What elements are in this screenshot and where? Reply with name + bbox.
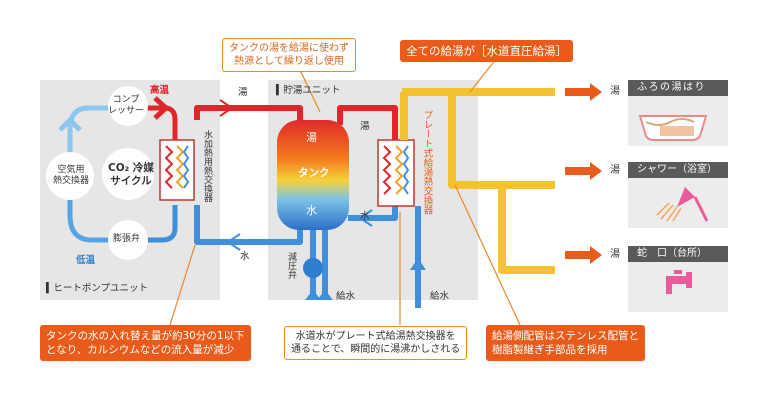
water-heating-hx-coils (164, 145, 190, 189)
heat-pump-unit-label: ▍ヒートポンプユニット (46, 283, 149, 294)
pressure-valve-label: 減圧弁 (286, 252, 296, 279)
supply-right-label: 給水 (430, 291, 450, 302)
replacement-callout: タンクの水の入れ替え量が約30分の1以下 となり、カルシウムなどの流入量が減少 (40, 325, 251, 361)
plate-hx-label: プレート式給湯熱交換器 (421, 110, 433, 215)
co2-arrows (58, 96, 170, 132)
co2-cycle-circle (102, 148, 154, 200)
hot-pipes (194, 105, 398, 140)
air-hx-circle (46, 152, 94, 200)
water-heating-hx-label: 水加熱用熱交換器 (202, 130, 212, 202)
shower-icon (656, 187, 709, 222)
faucet-hot-label: 湯 (610, 249, 620, 260)
tank-water-label: 水 (306, 204, 317, 217)
hot-right-label: 湯 (360, 121, 370, 132)
shower-hot-label: 湯 (610, 165, 620, 176)
compressor-label: コンプ レッサー (108, 95, 145, 116)
faucet-icon (666, 270, 692, 294)
bath-outlet-label: ふろの湯はり (637, 82, 706, 93)
supply-pipes (402, 88, 555, 274)
flow-arrows (219, 99, 373, 251)
bathtub-icon (638, 115, 708, 141)
compressor-circle (108, 86, 148, 126)
shower-label-bar (628, 162, 728, 178)
faucet-label-bar (628, 246, 728, 262)
hot-top-label: 湯 (238, 87, 248, 98)
air-hx-label: 空気用 熱交換器 (53, 165, 90, 186)
plate-hx (377, 139, 415, 207)
water-bottom-label: 水 (240, 251, 250, 262)
plate-hx-coils (382, 145, 410, 195)
supply-left-arrows (305, 290, 333, 300)
cold-pipes (194, 205, 398, 245)
tank-label: タンク (298, 167, 330, 179)
supply-right-arrow (410, 258, 426, 270)
piping-callout: 給湯側配管はステンレス配管と 樹脂製継ぎ手部品を採用 (486, 325, 645, 361)
bath-hot-label: 湯 (610, 86, 620, 97)
tank-body (277, 120, 349, 230)
reuse-callout: タンクの湯を給湯に使わず 熱源として繰り返し使用 (222, 38, 356, 72)
shower-outlet-label: シャワー（浴室） (637, 164, 717, 175)
tank-hot-label: 湯 (306, 131, 317, 144)
expansion-label: 膨張弁 (113, 234, 141, 244)
expansion-circle (108, 220, 148, 260)
instant-heating-callout: 水道水がプレート式給湯熱交換器を 通ることで、瞬間的に湯沸かしされる (284, 326, 468, 360)
heat-pump-unit-text: ヒートポンプユニット (53, 283, 149, 294)
direct-supply-callout: 全ての給湯が［水道直圧給湯］ (400, 40, 573, 62)
co2-cycle-label: CO₂ 冷媒 サイクル (108, 162, 154, 187)
bath-label-bar (628, 80, 728, 96)
water-right-label: 水 (360, 211, 370, 222)
leader-lines (169, 53, 521, 326)
high-temp-label: 高温 (150, 85, 170, 96)
faucet-outlet-label: 蛇 口（台所） (637, 248, 707, 259)
pressure-valve-circle (303, 258, 323, 278)
storage-unit-label: ▍貯湯ユニット (276, 85, 341, 96)
supply-left-label: 給水 (336, 291, 356, 302)
storage-unit-text: 貯湯ユニット (283, 85, 341, 96)
outlet-arrows (565, 83, 602, 264)
low-temp-label: 低温 (76, 255, 96, 266)
